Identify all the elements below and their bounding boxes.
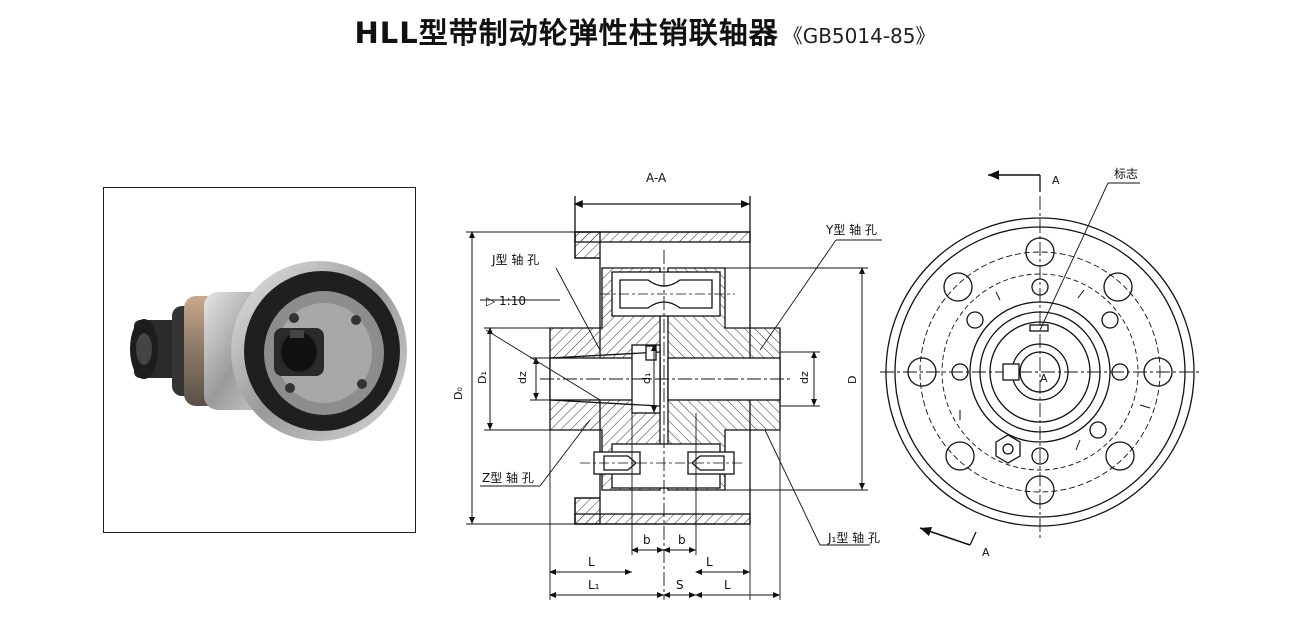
label-j-hole: J型 轴 孔 (491, 252, 539, 267)
label-l-bottom: L (724, 578, 731, 592)
coupling-photo-icon (130, 261, 407, 441)
title-main: HLL型带制动轮弹性柱销联轴器 (354, 16, 779, 50)
label-center-a: A (1040, 372, 1048, 385)
label-view-a-bottom: A (982, 546, 990, 559)
label-l-left: L (588, 555, 595, 569)
label-marker: 标志 (1114, 167, 1138, 181)
label-b-left: b (643, 533, 651, 547)
label-y-hole: Y型 轴 孔 (825, 222, 877, 237)
label-dz-left: dz (516, 371, 529, 384)
label-taper: ▷ 1:10 (486, 294, 526, 308)
label-d-big: D (846, 376, 859, 384)
label-z-hole: Z型 轴 孔 (482, 470, 534, 485)
title-standard: 《GB5014-85》 (782, 24, 936, 48)
label-b-right: b (678, 533, 686, 547)
label-j1-hole: J₁型 轴 孔 (827, 530, 880, 545)
label-dz-right: dz (798, 371, 811, 384)
label-d0: D₀ (452, 387, 465, 400)
label-d1-small: d₁ (640, 373, 653, 384)
end-view-drawing-icon (880, 170, 1200, 546)
section-drawing-icon (466, 196, 882, 600)
page-title: HLL型带制动轮弹性柱销联轴器《GB5014-85》 (0, 10, 1290, 52)
label-view-a-top: A (1052, 174, 1060, 187)
label-section-aa: A-A (646, 171, 667, 185)
label-s: S (676, 578, 684, 592)
label-l1: L₁ (588, 578, 600, 592)
label-d1: D₁ (476, 371, 489, 384)
label-l-right: L (706, 555, 713, 569)
product-photo-frame (103, 187, 416, 533)
